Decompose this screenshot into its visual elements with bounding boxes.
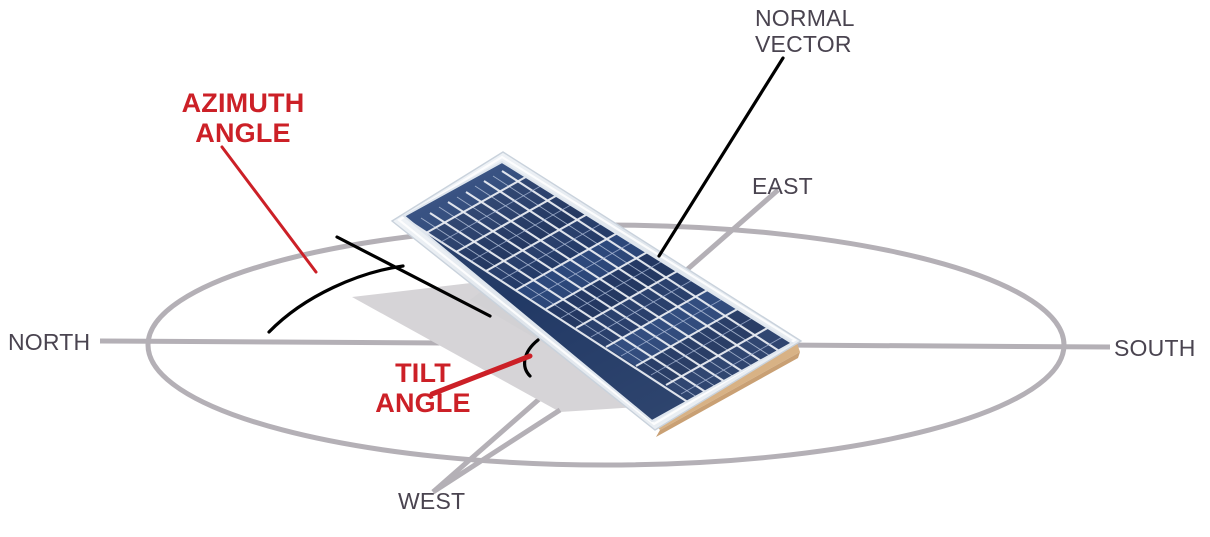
tilt-angle-label: TILT ANGLE [375,358,471,419]
azimuth-arc [267,264,405,334]
normal-vector-line [657,56,785,258]
compass-label-west: WEST [398,488,466,514]
tilt-leader-line [429,353,533,397]
azimuth-leader-line [220,145,318,274]
panel-frame-bevel [397,155,798,426]
panel-laminate-outline [402,160,794,423]
compass-label-east: EAST [752,173,813,199]
normal-vector-label: NORMAL VECTOR [755,5,855,57]
azimuth-angle-label: AZIMUTH ANGLE [181,88,305,149]
panel-bottom-edge [656,352,800,437]
compass-label-north: NORTH [8,329,91,355]
compass-label-south: SOUTH [1114,335,1196,361]
east-west-axis-front [431,407,562,495]
azimuth-projection-line [335,235,492,318]
